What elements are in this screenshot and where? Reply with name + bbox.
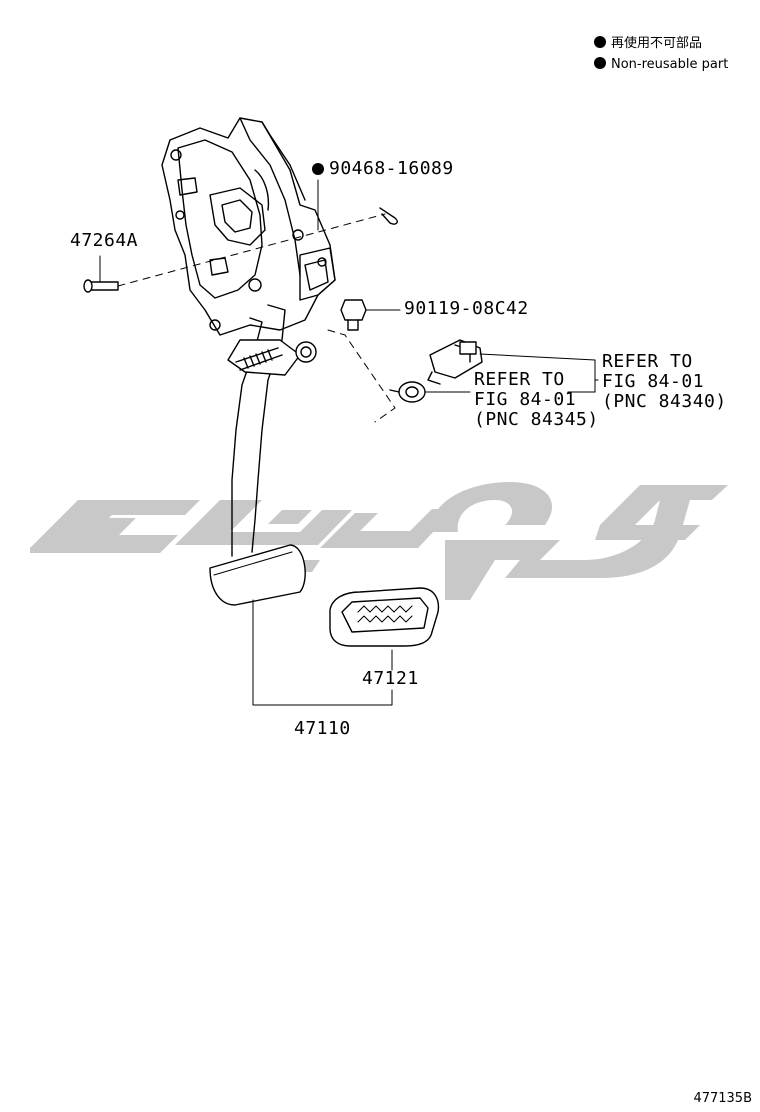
reference-cushion-line2[interactable]: FIG 84-01 [474,389,577,410]
figure-id: 477135B [693,1091,752,1106]
pedal-pad-mounted [209,544,306,606]
part-label-pedal-assy[interactable]: 47110 [294,718,351,739]
reference-switch-line2[interactable]: FIG 84-01 [602,371,705,392]
part-label-pin[interactable]: 47264A [70,230,139,251]
reference-cushion-line1[interactable]: REFER TO [474,369,565,390]
legend-item-japanese: 再使用不可部品 [594,36,702,52]
non-reusable-dot-icon [312,163,324,175]
part-label-pad[interactable]: 47121 [362,668,419,689]
part-label-clip-pin[interactable]: 90468-16089 [312,159,454,179]
pedal-lever [227,304,317,557]
pedal-pad-part [329,587,440,647]
non-reusable-dot-icon [594,36,606,48]
solid-leaders [252,179,599,706]
stop-light-switch [427,339,483,385]
pedal-bracket [161,117,336,336]
pin-part [83,255,119,293]
dashed-leaders [117,213,396,423]
bolt-part [340,299,401,331]
clip-pin-part [379,207,398,225]
cushion-part [389,381,426,403]
reference-switch-line1[interactable]: REFER TO [602,351,693,372]
part-label-bolt[interactable]: 90119-08C42 [404,298,529,319]
reference-switch-line3[interactable]: (PNC 84340) [602,391,727,412]
non-reusable-dot-icon [594,57,606,69]
reference-cushion-line3[interactable]: (PNC 84345) [474,409,599,430]
legend-item-english: Non-reusable part [594,57,728,73]
